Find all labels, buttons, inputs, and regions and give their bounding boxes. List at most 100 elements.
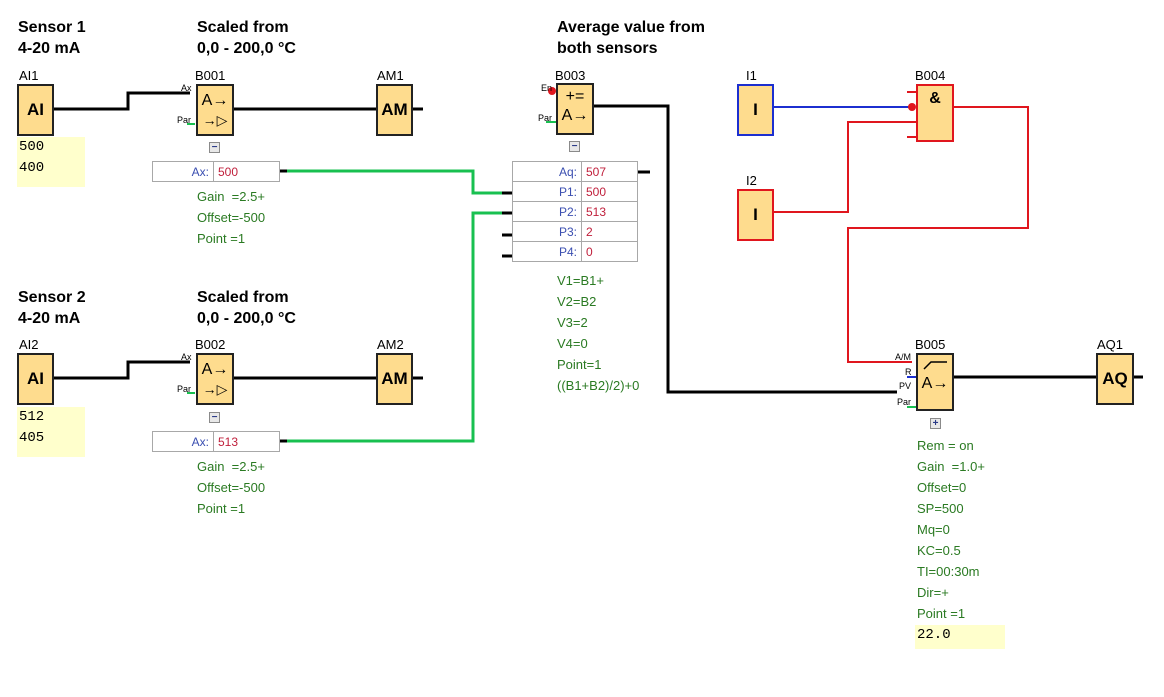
b003-label: B003 <box>555 68 586 83</box>
block-i1[interactable]: I <box>737 84 774 136</box>
i1-label: I1 <box>746 68 757 83</box>
b003-key-p3: P3: <box>512 221 582 242</box>
ai2-value-2: 405 <box>19 430 45 446</box>
b002-symbol-bottom: →▷ <box>202 381 228 397</box>
b003-v4: V4=0 <box>557 336 588 351</box>
b005-pin-par: Par <box>897 397 912 407</box>
b003-value-p2[interactable]: 513 <box>581 201 638 222</box>
b003-value-aq[interactable]: 507 <box>581 161 638 182</box>
b001-param-value[interactable]: 500 <box>213 161 280 182</box>
wire-b004-b005 <box>847 106 1029 363</box>
ai1-symbol: AI <box>27 100 44 119</box>
b003-v2: V2=B2 <box>557 294 597 309</box>
negation-dot <box>908 103 916 111</box>
b003-key-p4: P4: <box>512 241 582 262</box>
b005-rem: Rem = on <box>917 438 974 453</box>
b005-dir: Dir=+ <box>917 585 949 600</box>
b003-point: Point=1 <box>557 357 602 372</box>
b005-expand-button[interactable]: + <box>930 418 941 429</box>
aq1-symbol: AQ <box>1102 369 1128 388</box>
b003-formula: ((B1+B2)/2)+0 <box>557 378 640 393</box>
block-ai2[interactable]: AI <box>17 353 54 405</box>
ai2-value-1: 512 <box>19 409 45 425</box>
ai2-label: AI2 <box>19 337 39 352</box>
ai2-symbol: AI <box>27 369 44 388</box>
block-ai1[interactable]: AI <box>17 84 54 136</box>
b004-symbol: & <box>929 90 941 107</box>
b002-pin-par: Par <box>177 384 192 394</box>
b003-pin-en: En <box>541 83 553 93</box>
b003-row-p4: P4:0 <box>512 241 638 262</box>
b002-gain: Gain =2.5+ <box>197 459 265 474</box>
block-am1[interactable]: AM <box>376 84 413 136</box>
b002-param-value[interactable]: 513 <box>213 431 280 452</box>
b002-param-key: Ax: <box>152 431 214 452</box>
b002-label: B002 <box>195 337 226 352</box>
b003-v1: V1=B1+ <box>557 273 604 288</box>
b003-collapse-button[interactable]: − <box>569 141 580 152</box>
b003-pin-par: Par <box>538 113 553 123</box>
block-i2[interactable]: I <box>737 189 774 241</box>
b002-point: Point =1 <box>197 501 246 516</box>
i2-label: I2 <box>746 173 757 188</box>
b003-key-p2: P2: <box>512 201 582 222</box>
b005-offset: Offset=0 <box>917 480 967 495</box>
b002-offset: Offset=-500 <box>197 480 266 495</box>
b003-symbol-bottom: A→ <box>561 107 589 124</box>
b001-pin-ax: Ax <box>181 83 192 93</box>
b005-gain: Gain =1.0+ <box>917 459 985 474</box>
b003-value-p3[interactable]: 2 <box>581 221 638 242</box>
ramp-icon <box>923 361 947 370</box>
wire-param-b001-p1 <box>287 169 502 195</box>
wire-ai1-b001 <box>50 91 190 111</box>
am1-label: AM1 <box>377 68 404 83</box>
b001-label: B001 <box>195 68 226 83</box>
b003-param-table: Aq:507 P1:500 P2:513 P3:2 P4:0 <box>512 161 638 262</box>
ai1-values: 500 400 <box>17 137 85 187</box>
title-average: Average value from both sensors <box>557 19 705 57</box>
b001-collapse-button[interactable]: − <box>209 142 220 153</box>
b005-symbol: A→ <box>921 375 949 392</box>
ai2-values: 512 405 <box>17 407 85 457</box>
wire-b003-b005 <box>594 104 897 394</box>
wire-i2-b004 <box>773 121 916 213</box>
title-scaled2: Scaled from 0,0 - 200,0 °C <box>197 289 296 327</box>
b005-point: Point =1 <box>917 606 966 621</box>
en-dot <box>548 87 556 95</box>
b003-value-p1[interactable]: 500 <box>581 181 638 202</box>
b001-point: Point =1 <box>197 231 246 246</box>
am1-symbol: AM <box>381 100 408 119</box>
b001-gain: Gain =2.5+ <box>197 189 265 204</box>
b005-pin-r: R <box>905 367 912 377</box>
b003-value-p4[interactable]: 0 <box>581 241 638 262</box>
b002-collapse-button[interactable]: − <box>209 412 220 423</box>
block-b005[interactable]: A→ <box>916 353 954 411</box>
b005-output-value: 22.0 <box>915 625 1005 649</box>
b005-pin-pv: PV <box>899 381 912 391</box>
block-aq1[interactable]: AQ <box>1096 353 1134 405</box>
block-b004[interactable]: & <box>916 84 954 142</box>
aq1-label: AQ1 <box>1097 337 1124 352</box>
b005-ti: TI=00:30m <box>917 564 980 579</box>
i1-symbol: I <box>753 100 758 119</box>
block-am2[interactable]: AM <box>376 353 413 405</box>
ai1-value-1: 500 <box>19 139 45 155</box>
wire-ai2-b002 <box>50 360 190 380</box>
block-b002[interactable]: A→ →▷ <box>196 353 234 405</box>
b001-offset: Offset=-500 <box>197 210 266 225</box>
am2-symbol: AM <box>381 369 408 388</box>
block-b003[interactable]: += A→ <box>556 83 594 135</box>
b001-symbol-top: A→ <box>201 92 229 109</box>
block-b001[interactable]: A→ →▷ <box>196 84 234 136</box>
b003-key-aq: Aq: <box>512 161 582 182</box>
b001-param-key: Ax: <box>152 161 214 182</box>
b003-row-p2: P2:513 <box>512 201 638 222</box>
b003-symbol-top: += <box>565 88 585 105</box>
b005-label: B005 <box>915 337 946 352</box>
am2-label: AM2 <box>377 337 404 352</box>
b001-param-table: Ax: 500 <box>152 161 280 182</box>
